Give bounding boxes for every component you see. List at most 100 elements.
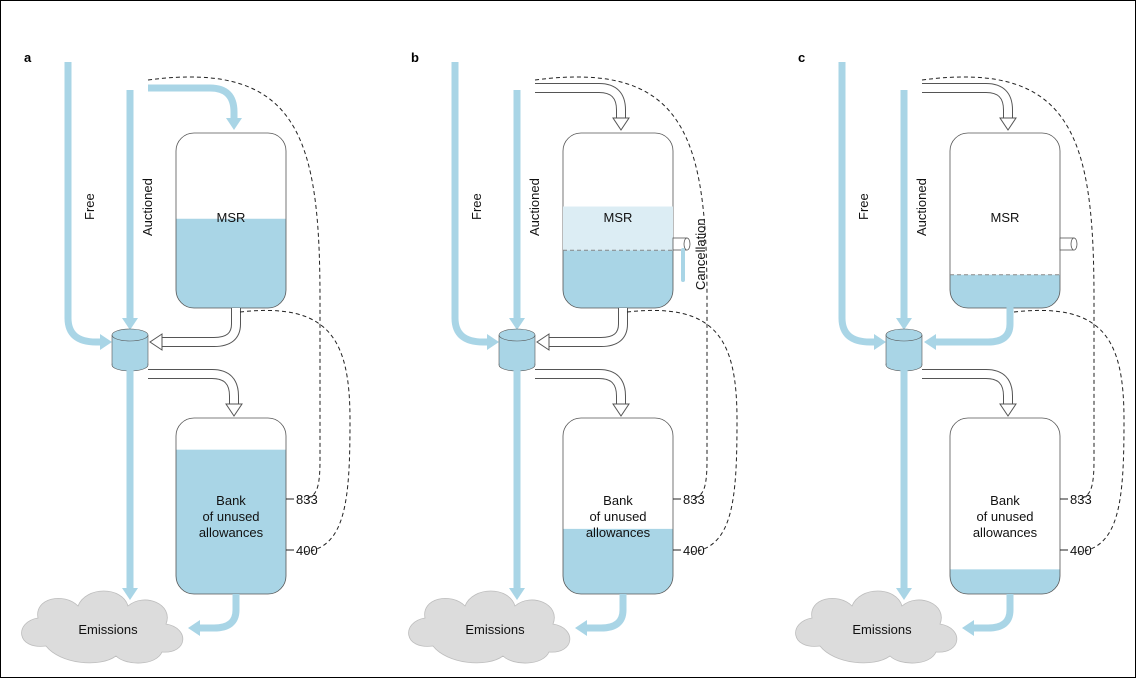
panel-letter: c	[798, 50, 805, 65]
threshold-833-label: 833	[296, 492, 318, 507]
msr-cancelled-band	[563, 206, 673, 251]
bank-label-1: Bank	[216, 493, 246, 508]
control-line-400	[626, 310, 738, 553]
bank-label-1: Bank	[990, 493, 1020, 508]
msr-tank-outline	[949, 132, 1061, 309]
to-emissions-arrowhead	[509, 588, 525, 600]
auctioned-arrowhead	[122, 318, 138, 330]
auction-to-msr-arrow-head	[999, 117, 1017, 131]
to-bank-arrow-inner	[922, 370, 1012, 404]
cloud-shape	[21, 590, 184, 664]
msr-release-arrowhead	[924, 334, 936, 350]
auction-to-msr-arrow	[535, 83, 630, 131]
emissions-cloud: Emissions	[21, 590, 184, 664]
auctioned-arrowhead	[896, 318, 912, 330]
bank-label-2: of unused	[202, 509, 259, 524]
control-line-833	[921, 76, 1095, 500]
auction-to-msr-arrowhead	[226, 118, 242, 130]
msr-tank	[949, 132, 1061, 309]
control-line-833	[147, 76, 321, 500]
auction-to-msr-pipe	[148, 84, 238, 118]
msr-tank	[562, 132, 674, 309]
bank-tank-level	[563, 528, 673, 594]
free-pipe	[838, 62, 878, 346]
emissions-label: Emissions	[465, 622, 525, 637]
msr-release-pipe	[936, 306, 1014, 346]
auction-to-msr-arrow-inner	[535, 84, 625, 118]
control-line-400	[239, 310, 351, 553]
to-bank-arrow-head	[612, 403, 630, 417]
free-label: Free	[82, 193, 97, 220]
emissions-label: Emissions	[78, 622, 138, 637]
bank-label-2: of unused	[589, 509, 646, 524]
cloud-shape	[408, 590, 571, 664]
to-emissions-arrowhead	[122, 588, 138, 600]
bank-label-2: of unused	[976, 509, 1033, 524]
cloud-shape	[795, 590, 958, 664]
msr-label: MSR	[604, 210, 633, 225]
msr-release-arrow-head	[536, 333, 550, 351]
to-bank-arrow	[148, 369, 243, 417]
allocation-cylinder	[498, 328, 536, 372]
bank-label-1: Bank	[603, 493, 633, 508]
to-bank-arrow-head	[225, 403, 243, 417]
auction-to-msr-arrow	[922, 83, 1017, 131]
msr-label: MSR	[217, 210, 246, 225]
cancellation-spout-end	[683, 237, 691, 251]
bank-tank-level	[176, 449, 286, 594]
bank-to-emissions-arrowhead	[575, 620, 587, 636]
msr-release-arrow	[536, 308, 628, 351]
threshold-400-label: 400	[1070, 543, 1092, 558]
allocation-cylinder-top	[498, 328, 536, 342]
free-arrowhead	[100, 334, 112, 350]
allocation-cylinder-top	[885, 328, 923, 342]
bank-to-emissions-pipe	[200, 594, 240, 632]
bank-to-emissions-pipe	[587, 594, 627, 632]
bank-to-emissions-arrowhead	[962, 620, 974, 636]
free-arrowhead	[487, 334, 499, 350]
threshold-400-label: 400	[683, 543, 705, 558]
bank-tank	[175, 417, 287, 595]
bank-tank-outline	[949, 417, 1061, 595]
emissions-cloud: Emissions	[408, 590, 571, 664]
to-bank-arrow	[922, 369, 1017, 417]
auctioned-label: Auctioned	[914, 178, 929, 236]
threshold-400-label: 400	[296, 543, 318, 558]
auctioned-arrowhead	[509, 318, 525, 330]
bank-tank-level	[950, 569, 1060, 594]
free-pipe	[451, 62, 491, 346]
free-arrowhead	[874, 334, 886, 350]
msr-tank-level	[563, 250, 673, 308]
auction-to-msr-arrow-inner	[922, 84, 1012, 118]
emissions-label: Emissions	[852, 622, 912, 637]
msr-release-arrow-inner	[162, 308, 240, 346]
free-label: Free	[856, 193, 871, 220]
panel-letter: a	[24, 50, 32, 65]
allocation-cylinder	[885, 328, 923, 372]
cancellation-label: Cancellation	[693, 218, 708, 290]
auctioned-label: Auctioned	[527, 178, 542, 236]
bank-label-3: allowances	[199, 525, 264, 540]
control-line-400	[1013, 310, 1125, 553]
bank-to-emissions-pipe	[974, 594, 1014, 632]
msr-release-arrow-head	[149, 333, 163, 351]
to-bank-arrow-inner	[148, 370, 238, 404]
to-bank-arrow-head	[999, 403, 1017, 417]
threshold-833-label: 833	[1070, 492, 1092, 507]
msr-release-arrow-inner	[549, 308, 627, 346]
msr-label: MSR	[991, 210, 1020, 225]
bank-to-emissions-arrowhead	[188, 620, 200, 636]
msr-tank	[175, 132, 287, 309]
allocation-cylinder-top	[111, 328, 149, 342]
bank-tank	[562, 417, 674, 595]
msr-release-arrow	[149, 308, 241, 351]
threshold-833-label: 833	[683, 492, 705, 507]
free-label: Free	[469, 193, 484, 220]
msr-tank-level	[176, 218, 286, 308]
auction-to-msr-arrow-head	[612, 117, 630, 131]
